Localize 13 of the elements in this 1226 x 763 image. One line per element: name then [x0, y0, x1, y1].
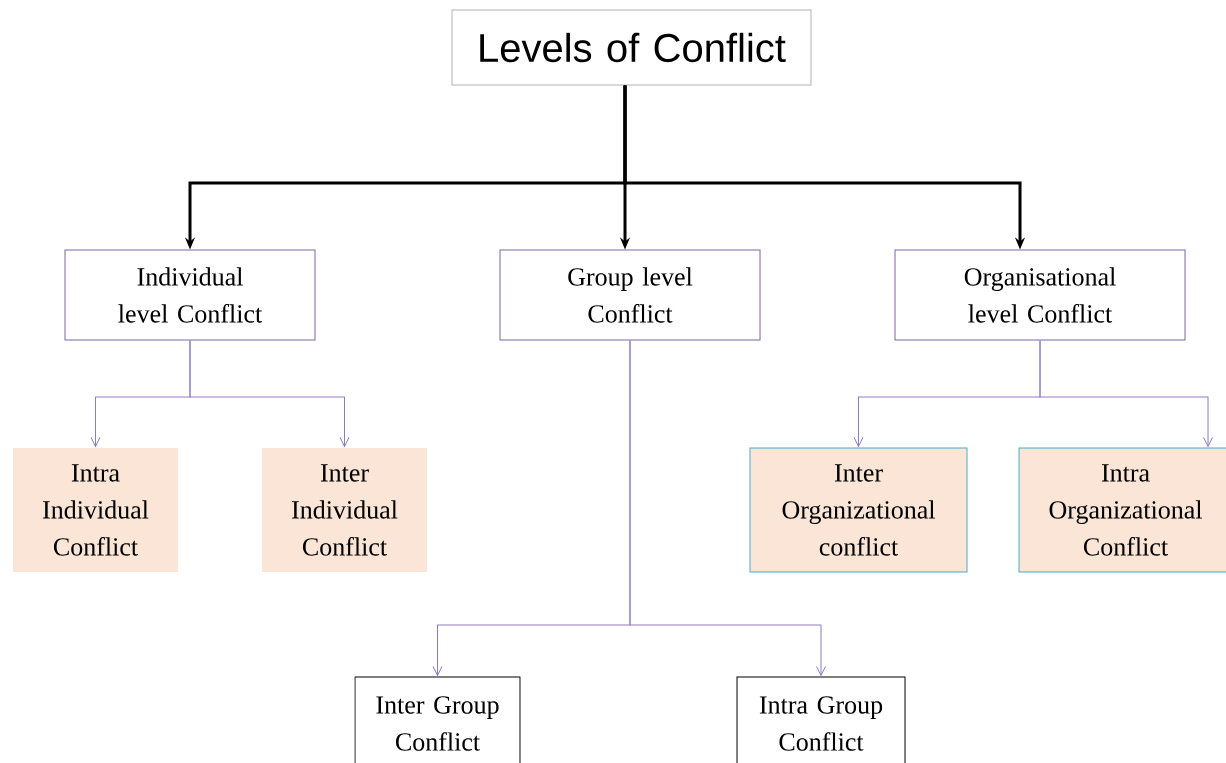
type-box: Inter Individual Conflict	[262, 448, 427, 572]
arrow	[629, 340, 826, 676]
type-box: Intra Group Conflict	[736, 676, 906, 763]
type-box: Inter Group Conflict	[354, 676, 521, 763]
type-box: Inter Organizational conflict	[749, 447, 968, 573]
arrow	[1039, 340, 1213, 447]
type-box: Intra Organizational Conflict	[1018, 447, 1226, 573]
level-box: Group level Conflict	[499, 249, 761, 341]
level-box: Organisational level Conflict	[894, 249, 1186, 341]
title-box: Levels of Conflict	[451, 9, 812, 86]
level-box: Individual level Conflict	[64, 249, 316, 341]
type-box: Intra Individual Conflict	[13, 448, 178, 572]
arrow	[189, 340, 350, 447]
